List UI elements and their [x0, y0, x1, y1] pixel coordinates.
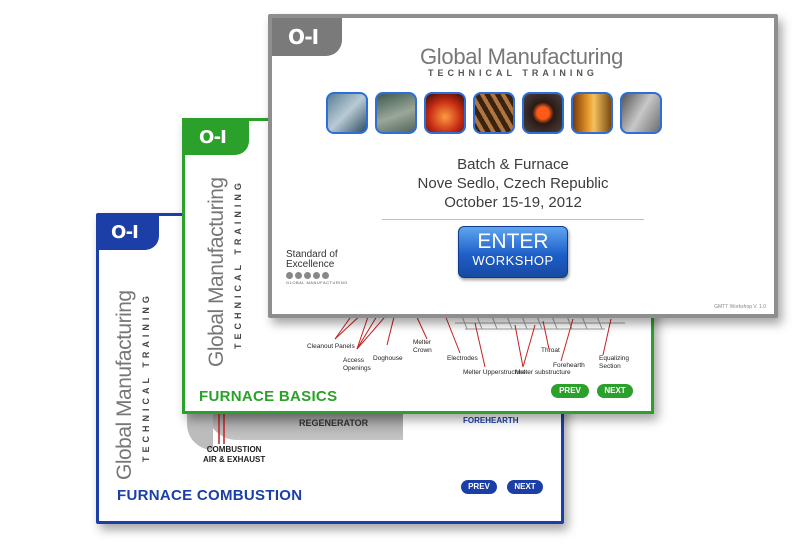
divider [382, 219, 644, 220]
workshop-dates: October 15-19, 2012 [444, 194, 582, 211]
thumbnail-annealing-lehr[interactable] [571, 92, 613, 134]
vertical-subtitle: TECHNICAL TRAINING [233, 179, 243, 349]
slide-footer-title: FURNACE BASICS [199, 388, 338, 405]
combustion-label-line1: COMBUSTION [206, 445, 262, 454]
oi-logo: O-I [111, 222, 139, 243]
thumbnail-hot-gob[interactable] [522, 92, 564, 134]
workshop-subtitle: TECHNICAL TRAINING [428, 68, 598, 78]
workshop-topic: Batch & Furnace [457, 156, 569, 173]
vertical-title: Global Manufacturing [113, 290, 136, 480]
thumbnail-furnace-floor[interactable] [375, 92, 417, 134]
workshop-location: Nove Sedlo, Czech Republic [417, 175, 609, 192]
label-doghouse: Doghouse [373, 355, 403, 362]
version-label: GMTT Workshop V. 1.0 [714, 304, 766, 310]
workshop-label: WORKSHOP [472, 253, 554, 268]
thumbnail-batch-house[interactable] [326, 92, 368, 134]
oi-logo: O-I [288, 25, 319, 49]
slide-tab: O-I [185, 121, 249, 155]
label-melter-crown: Melter Crown [413, 339, 432, 354]
thumbnail-inspection[interactable] [620, 92, 662, 134]
slide-footer-title: FURNACE COMBUSTION [117, 487, 303, 504]
label-forehearth: Forehearth [553, 362, 585, 369]
label-equalizing-section: Equalizing Section [599, 355, 629, 370]
topic-thumbnails [326, 92, 662, 134]
enter-label: ENTER [477, 230, 549, 253]
combustion-arrows [218, 412, 225, 444]
prev-button[interactable]: PREV [551, 384, 589, 398]
vertical-title-block: Global Manufacturing TECHNICAL TRAINING [113, 290, 151, 480]
combustion-label: COMBUSTION AIR & EXHAUST [203, 445, 265, 465]
standard-of-excellence-logo: Standard of Excellence GLOBAL MANUFACTUR… [286, 250, 348, 285]
workshop-title: Global Manufacturing [420, 44, 624, 69]
next-button[interactable]: NEXT [597, 384, 633, 398]
forehearth-label: FOREHEARTH [463, 416, 519, 425]
standard-line1: Standard of [286, 249, 338, 260]
oi-logo: O-I [199, 127, 227, 148]
regenerator-label: REGENERATOR [299, 418, 369, 428]
enter-workshop-button[interactable]: ENTER WORKSHOP [458, 226, 568, 278]
label-throat: Throat [541, 347, 560, 354]
next-button[interactable]: NEXT [507, 480, 543, 494]
combustion-label-line2: AIR & EXHAUST [203, 455, 266, 464]
vertical-subtitle: TECHNICAL TRAINING [141, 292, 151, 462]
thumbnail-bottle-forming[interactable] [473, 92, 515, 134]
label-melter-substructure: Melter substructure [515, 369, 571, 376]
slide-tab: O-I [272, 18, 342, 56]
slide-tab: O-I [99, 216, 159, 250]
prev-button[interactable]: PREV [461, 480, 497, 494]
label-cleanout-panels: Cleanout Panels [307, 343, 355, 350]
label-access-openings: Access Openings [343, 357, 371, 372]
vertical-title: Global Manufacturing [205, 177, 228, 367]
standard-line2: Excellence [286, 259, 335, 270]
standard-icons [286, 272, 348, 279]
standard-line3: GLOBAL MANUFACTURING [286, 280, 348, 285]
workshop-title-slide: O-I Global Manufacturing TECHNICAL TRAIN… [268, 14, 778, 318]
label-electrodes: Electrodes [447, 355, 478, 362]
vertical-title-block: Global Manufacturing TECHNICAL TRAINING [205, 177, 243, 367]
label-melter-upperstructure: Melter Upperstructure [463, 369, 526, 376]
thumbnail-molten-glass[interactable] [424, 92, 466, 134]
regenerator-block: REGENERATOR [207, 410, 403, 440]
